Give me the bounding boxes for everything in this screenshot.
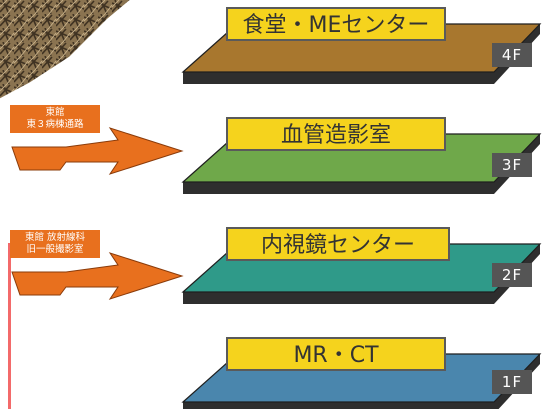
connection-east-3-line-1: 東館	[45, 107, 65, 118]
floor-4-label: 食堂・MEセンター	[226, 7, 446, 41]
marker-line	[8, 243, 11, 409]
connection-radiology-line-1: 東館 放射線科	[24, 232, 86, 243]
floor-1-badge: 1F	[492, 370, 532, 394]
arrow-right-icon	[11, 252, 184, 300]
photo-corner	[0, 0, 132, 100]
floor-2-badge: 2F	[492, 263, 532, 287]
floor-3-label: 血管造影室	[226, 117, 446, 151]
arrow-right-icon	[11, 127, 184, 175]
connection-radiology-line-2: 旧一般撮影室	[26, 244, 84, 255]
floor-1-label: MR・CT	[226, 337, 446, 371]
slab-side	[183, 354, 540, 409]
connection-east-3-line-2: 東３病棟通路	[26, 119, 84, 130]
connection-radiology-label: 東館 放射線科 旧一般撮影室	[10, 230, 100, 258]
floor-3-badge: 3F	[492, 153, 532, 177]
connection-east-3-label: 東館 東３病棟通路	[10, 105, 100, 133]
floor-4-badge: 4F	[492, 43, 532, 67]
floor-2-label: 内視鏡センター	[226, 227, 450, 261]
